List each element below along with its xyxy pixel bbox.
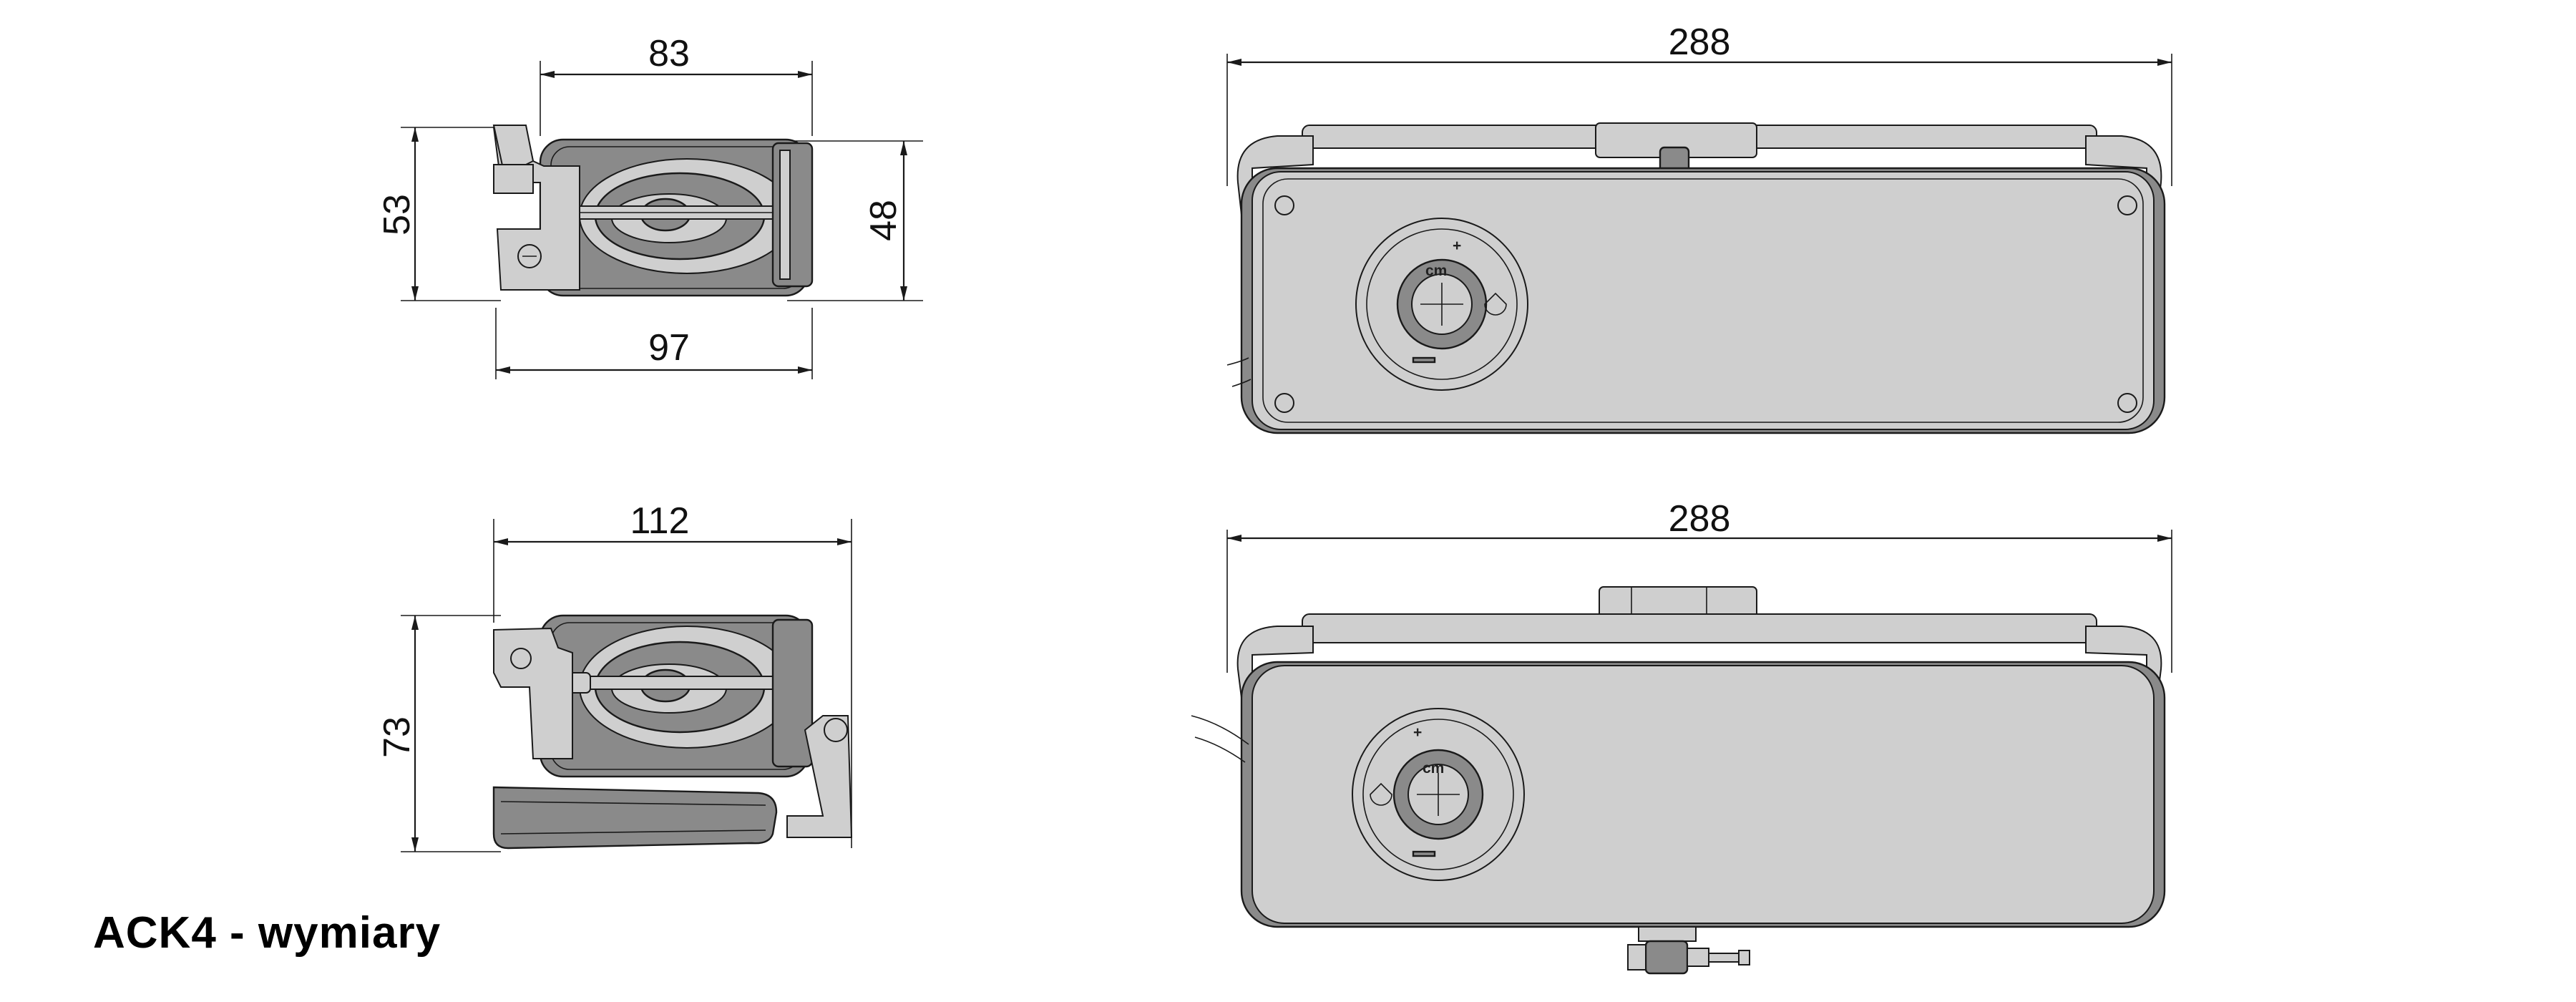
side-view-top: 83 97 53 48 bbox=[376, 33, 923, 379]
adjustment-knob: + cm bbox=[1355, 218, 1528, 391]
screw-icon bbox=[2117, 393, 2137, 413]
screw-icon bbox=[1274, 393, 1294, 413]
dim-97: 97 bbox=[648, 327, 690, 369]
bottom-connector bbox=[1627, 926, 1750, 975]
adjustment-knob: + cm bbox=[1352, 708, 1525, 881]
mounting-bracket bbox=[493, 627, 573, 759]
pivot-screw-icon bbox=[824, 718, 848, 742]
front-view-bottom: 288 + cm bbox=[1191, 498, 2172, 975]
screw-icon bbox=[510, 648, 532, 669]
cm-label: cm bbox=[1423, 760, 1444, 777]
drawing-title: ACK4 - wymiary bbox=[93, 908, 441, 958]
handle-lever bbox=[492, 786, 778, 850]
screw-icon bbox=[2117, 195, 2137, 215]
dim-73: 73 bbox=[376, 716, 418, 758]
dim-288-bottom: 288 bbox=[1669, 498, 1731, 540]
dim-48: 48 bbox=[863, 200, 904, 241]
side-view-bottom: 112 73 bbox=[376, 500, 853, 852]
dim-288-top: 288 bbox=[1669, 21, 1731, 63]
dim-53: 53 bbox=[376, 194, 418, 235]
cm-label: cm bbox=[1425, 263, 1447, 279]
dim-112: 112 bbox=[630, 500, 690, 542]
plus-label: + bbox=[1413, 724, 1422, 741]
dim-83: 83 bbox=[648, 33, 690, 74]
front-view-top: 288 + cm bbox=[1226, 21, 2172, 434]
screw-icon bbox=[1274, 195, 1294, 215]
plus-label: + bbox=[1453, 238, 1461, 254]
